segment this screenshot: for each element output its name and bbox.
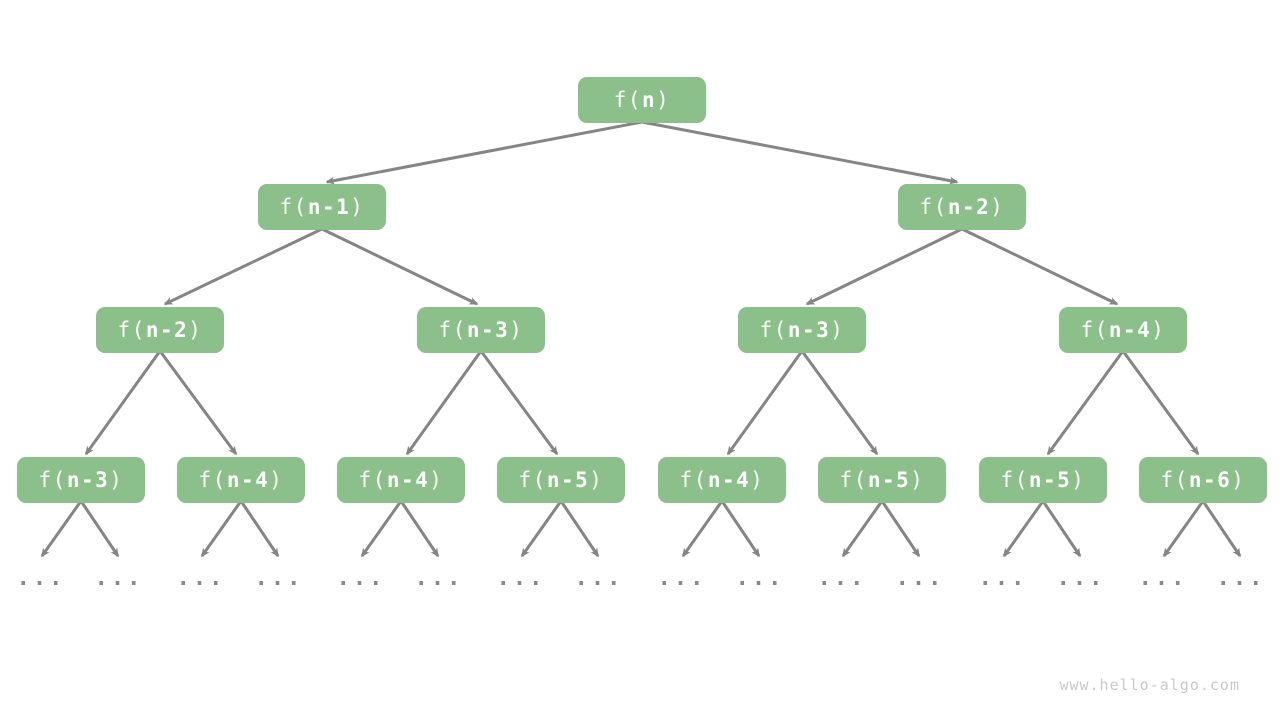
tree-node-f-n-5: f(n-5) <box>497 457 625 503</box>
ellipsis-leaf: ... <box>657 566 707 591</box>
node-label-prefix: f( <box>198 468 227 492</box>
node-label-prefix: f( <box>279 195 308 219</box>
tree-node-f-n-6: f(n-6) <box>1139 457 1267 503</box>
node-label-suffix: ) <box>188 318 203 342</box>
ellipsis-leaf: ... <box>496 566 546 591</box>
node-label-prefix: f( <box>1080 318 1109 342</box>
tree-node-f-n-5: f(n-5) <box>818 457 946 503</box>
node-label-arg: n-5 <box>546 468 590 492</box>
node-label-arg: n-3 <box>787 318 831 342</box>
tree-node-f-n-2: f(n-2) <box>898 184 1026 230</box>
node-label-arg: n-4 <box>1108 318 1152 342</box>
ellipsis-leaf: ... <box>895 566 945 591</box>
node-label-prefix: f( <box>438 318 467 342</box>
ellipsis-leaf: ... <box>336 566 386 591</box>
node-label-arg: n-1 <box>307 195 351 219</box>
ellipsis-leaf: ... <box>254 566 304 591</box>
ellipsis-leaf: ... <box>817 566 867 591</box>
node-label-arg: n-4 <box>707 468 751 492</box>
ellipsis-leaf: ... <box>978 566 1028 591</box>
node-label-suffix: ) <box>750 468 765 492</box>
node-label-suffix: ) <box>1071 468 1086 492</box>
ellipsis-leaf: ... <box>414 566 464 591</box>
ellipsis-leaf: ... <box>16 566 66 591</box>
node-label-arg: n-2 <box>145 318 189 342</box>
node-label-arg: n-5 <box>1028 468 1072 492</box>
node-label-prefix: f( <box>1000 468 1029 492</box>
tree-node-f-n: f(n) <box>578 77 706 123</box>
node-label-prefix: f( <box>1160 468 1189 492</box>
node-label-arg: n-4 <box>226 468 270 492</box>
ellipsis-leaf: ... <box>735 566 785 591</box>
node-label-suffix: ) <box>350 195 365 219</box>
node-label-prefix: f( <box>518 468 547 492</box>
node-label-prefix: f( <box>839 468 868 492</box>
ellipsis-leaf: ... <box>176 566 226 591</box>
node-label-arg: n-3 <box>466 318 510 342</box>
node-label-arg: n <box>641 88 657 112</box>
node-label-arg: n-2 <box>947 195 991 219</box>
node-label-suffix: ) <box>990 195 1005 219</box>
node-label-suffix: ) <box>429 468 444 492</box>
node-label-prefix: f( <box>679 468 708 492</box>
ellipsis-leaf: ... <box>574 566 624 591</box>
node-label-arg: n-5 <box>867 468 911 492</box>
tree-node-f-n-4: f(n-4) <box>177 457 305 503</box>
node-label-prefix: f( <box>358 468 387 492</box>
node-label-suffix: ) <box>830 318 845 342</box>
node-label-arg: n-6 <box>1188 468 1232 492</box>
node-label-suffix: ) <box>656 88 671 112</box>
node-label-suffix: ) <box>109 468 124 492</box>
node-label-arg: n-3 <box>66 468 110 492</box>
node-label-suffix: ) <box>1231 468 1246 492</box>
node-label-prefix: f( <box>919 195 948 219</box>
node-label-suffix: ) <box>589 468 604 492</box>
tree-node-f-n-3: f(n-3) <box>738 307 866 353</box>
tree-node-f-n-4: f(n-4) <box>658 457 786 503</box>
tree-node-f-n-4: f(n-4) <box>1059 307 1187 353</box>
tree-node-f-n-4: f(n-4) <box>337 457 465 503</box>
ellipsis-leaf: ... <box>1138 566 1188 591</box>
ellipsis-leaf: ... <box>1216 566 1266 591</box>
node-label-prefix: f( <box>613 88 642 112</box>
node-label-suffix: ) <box>509 318 524 342</box>
watermark: www.hello-algo.com <box>1059 676 1240 694</box>
node-label-suffix: ) <box>910 468 925 492</box>
node-label-suffix: ) <box>269 468 284 492</box>
node-label-arg: n-4 <box>386 468 430 492</box>
tree-node-f-n-5: f(n-5) <box>979 457 1107 503</box>
node-label-prefix: f( <box>117 318 146 342</box>
ellipsis-leaf: ... <box>94 566 144 591</box>
ellipsis-leaf: ... <box>1056 566 1106 591</box>
tree-node-f-n-1: f(n-1) <box>258 184 386 230</box>
node-label-suffix: ) <box>1151 318 1166 342</box>
tree-node-f-n-3: f(n-3) <box>417 307 545 353</box>
tree-node-f-n-2: f(n-2) <box>96 307 224 353</box>
node-label-prefix: f( <box>38 468 67 492</box>
node-label-prefix: f( <box>759 318 788 342</box>
tree-node-f-n-3: f(n-3) <box>17 457 145 503</box>
